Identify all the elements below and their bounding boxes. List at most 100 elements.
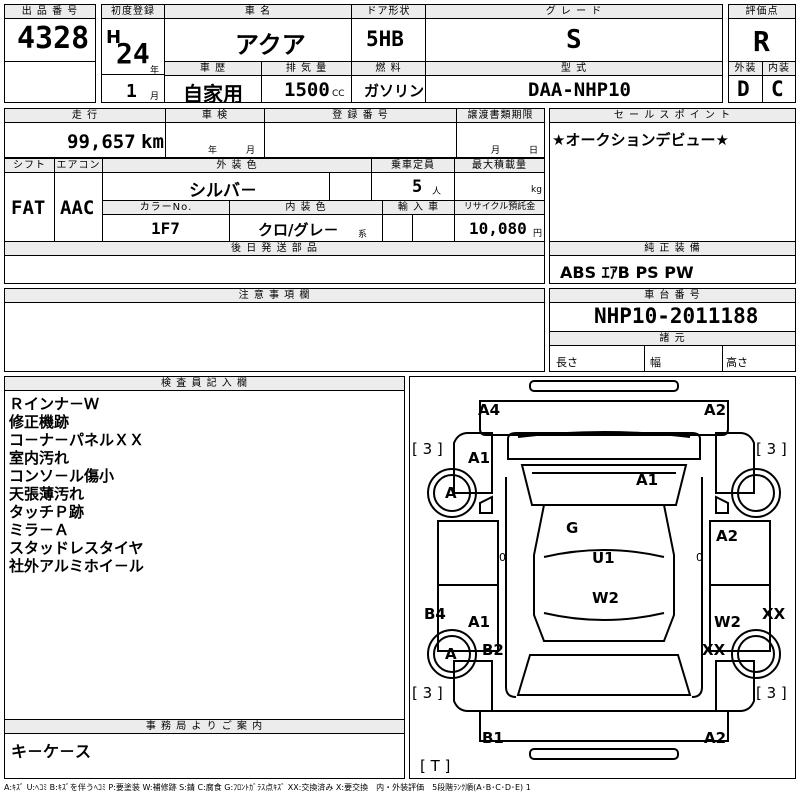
mark-b2-left: B2 bbox=[482, 641, 504, 659]
car-diagram-panel: A4 A2 [ 3 ] [ 3 ] A1 A1 A G A2 U1 0 0 W2… bbox=[409, 376, 796, 779]
first-reg-era: H bbox=[106, 27, 122, 48]
door-type: 5HB bbox=[366, 27, 404, 51]
import-divider bbox=[412, 214, 413, 242]
mark-a1-hood: A1 bbox=[636, 471, 659, 489]
ext-grade-label: 外装 bbox=[729, 62, 762, 76]
spec-cell: 諸 元 長さ 幅 高さ bbox=[549, 331, 796, 372]
equipment-cell: 純 正 装 備 ABS ｴｱB PS PW bbox=[549, 241, 796, 284]
later-parts-label: 後 日 発 送 部 品 bbox=[5, 242, 544, 256]
mark-g-windshield: G bbox=[566, 519, 579, 537]
sales-point-label: セ ー ル ス ポ イ ン ト bbox=[550, 109, 795, 123]
interior-color-cell: 内 装 色 クロ/グレ－ 系 bbox=[229, 200, 383, 242]
equipment-label: 純 正 装 備 bbox=[550, 242, 795, 256]
transfer-cell: 譲渡書類期限 月 日 bbox=[456, 108, 545, 158]
spec-label: 諸 元 bbox=[550, 332, 795, 346]
caution-label: 注 意 事 項 欄 bbox=[5, 289, 544, 303]
recycle-cell: リサイクル預託金 10,080 円 bbox=[454, 200, 545, 242]
length-label: 長さ bbox=[556, 356, 578, 369]
tire-fl-tread: [ 3 ] bbox=[412, 440, 443, 458]
sales-point-cell: セ ー ル ス ポ イ ン ト ★オークションデビュー★ bbox=[549, 108, 796, 242]
mark-a2-right-front: A2 bbox=[716, 527, 739, 545]
lot-blank-cell bbox=[4, 61, 96, 103]
door-label: ドア形状 bbox=[352, 5, 425, 19]
inspector-notes: Ｒインナ－Ｗ 修正機跡 コ－ナ－パネルＸＸ 室内汚れ コンソ－ル傷小 天張薄汚れ… bbox=[9, 395, 144, 575]
first-reg-year-unit: 年 bbox=[150, 66, 160, 76]
mileage-cell: 走 行 99,657 km bbox=[4, 108, 166, 158]
mileage-unit: km bbox=[141, 131, 164, 153]
lot-number-cell: 出 品 番 号 4328 bbox=[4, 4, 96, 62]
inspection-year-unit: 年 bbox=[208, 146, 218, 156]
shift-cell: シフト FAT bbox=[4, 158, 55, 242]
inspector-line: コンソ－ル傷小 bbox=[9, 467, 115, 485]
legend-text: A:ｷｽﾞ U:ﾍｺﾐ B:ｷｽﾞを伴うﾍｺﾐ P:要塗装 W:補修跡 S:錆 … bbox=[4, 783, 531, 792]
inspector-line: 修正機跡 bbox=[9, 413, 70, 431]
grade: S bbox=[566, 25, 582, 55]
displacement: 1500 bbox=[284, 79, 330, 101]
recycle-label: リサイクル預託金 bbox=[455, 201, 544, 215]
mark-w2-right: W2 bbox=[714, 613, 741, 631]
mark-a2-top: A2 bbox=[704, 401, 727, 419]
mileage: 99,657 bbox=[67, 131, 136, 153]
inspector-line: コ－ナ－パネルＸＸ bbox=[9, 431, 145, 449]
ac-cell: エアコン AAC bbox=[54, 158, 103, 242]
reg-no-cell: 登 録 番 号 bbox=[264, 108, 457, 158]
inspector-line: 室内汚れ bbox=[9, 449, 70, 467]
first-reg-year: 24 bbox=[116, 37, 150, 70]
grade-label: グ レ ー ド bbox=[426, 5, 722, 19]
later-parts-cell: 後 日 発 送 部 品 bbox=[4, 241, 545, 284]
mark-u1-roof: U1 bbox=[592, 549, 615, 567]
load-unit: kg bbox=[531, 185, 542, 195]
grade-cell: グ レ ー ド S bbox=[425, 4, 723, 62]
tire-rr-tread: [ 3 ] bbox=[756, 684, 787, 702]
displacement-cell: 排 気 量 1500 CC bbox=[261, 61, 352, 103]
import-cell: 輸 入 車 bbox=[382, 200, 455, 242]
exterior-color: シルバ－ bbox=[189, 181, 257, 201]
ac: AAC bbox=[60, 197, 95, 219]
capacity-label: 乗車定員 bbox=[372, 159, 454, 173]
first-reg-label: 初度登録 bbox=[102, 5, 164, 19]
inspector-line: 天張薄汚れ bbox=[9, 485, 85, 503]
exterior-color-divider bbox=[329, 172, 330, 201]
mark-b4-left: B4 bbox=[424, 605, 446, 623]
chassis-label: 車 台 番 号 bbox=[550, 289, 795, 303]
spec-divider-2 bbox=[722, 345, 723, 372]
interior-color-label: 内 装 色 bbox=[230, 201, 382, 215]
score-cell: 評価点 R bbox=[728, 4, 796, 62]
car-name: アクア bbox=[235, 31, 306, 59]
interior-color-suffix: 系 bbox=[358, 230, 368, 240]
mark-zero-left: 0 bbox=[499, 551, 506, 564]
car-name-cell: 車 名 アクア bbox=[164, 4, 352, 62]
history-label: 車 歴 bbox=[165, 62, 261, 76]
history: 自家用 bbox=[183, 82, 243, 103]
width-label: 幅 bbox=[650, 356, 661, 369]
model-code: DAA-NHP10 bbox=[528, 79, 631, 101]
tire-rl-tread: [ 3 ] bbox=[412, 684, 443, 702]
color-no-cell: カラーNo. 1F7 bbox=[102, 200, 230, 242]
first-reg-divider bbox=[101, 74, 165, 75]
fuel-label: 燃 料 bbox=[352, 62, 425, 76]
inspector-line: スタッドレスタイヤ bbox=[9, 539, 144, 557]
ext-grade-cell: 外装 D bbox=[728, 61, 763, 103]
car-name-label: 車 名 bbox=[165, 5, 351, 19]
inspector-line: 社外アルミホイ－ル bbox=[9, 557, 144, 575]
equipment: ABS ｴｱB PS PW bbox=[560, 263, 694, 282]
mark-a-wheel-rear: A bbox=[445, 645, 457, 663]
mark-a-wheel-front: A bbox=[445, 484, 457, 502]
chassis-cell: 車 台 番 号 NHP10-2011188 bbox=[549, 288, 796, 332]
trunk-mark: [ T ] bbox=[420, 757, 451, 775]
mileage-label: 走 行 bbox=[5, 109, 165, 123]
model-cell: 型 式 DAA-NHP10 bbox=[425, 61, 723, 103]
mark-zero-right: 0 bbox=[696, 551, 703, 564]
transfer-day-unit: 日 bbox=[529, 146, 539, 156]
transfer-month-unit: 月 bbox=[491, 146, 501, 156]
displacement-unit: CC bbox=[332, 89, 345, 99]
load-label: 最大積載量 bbox=[455, 159, 544, 173]
int-grade-label: 内装 bbox=[763, 62, 795, 76]
door-cell: ドア形状 5HB bbox=[351, 4, 426, 62]
score-label: 評価点 bbox=[729, 5, 795, 19]
inspector-label: 検 査 員 記 入 欄 bbox=[5, 377, 404, 391]
chassis-number: NHP10-2011188 bbox=[594, 304, 759, 328]
mark-xx-right: XX bbox=[762, 605, 786, 623]
color-no-label: カラーNo. bbox=[103, 201, 229, 215]
inspection-label: 車 検 bbox=[166, 109, 264, 123]
